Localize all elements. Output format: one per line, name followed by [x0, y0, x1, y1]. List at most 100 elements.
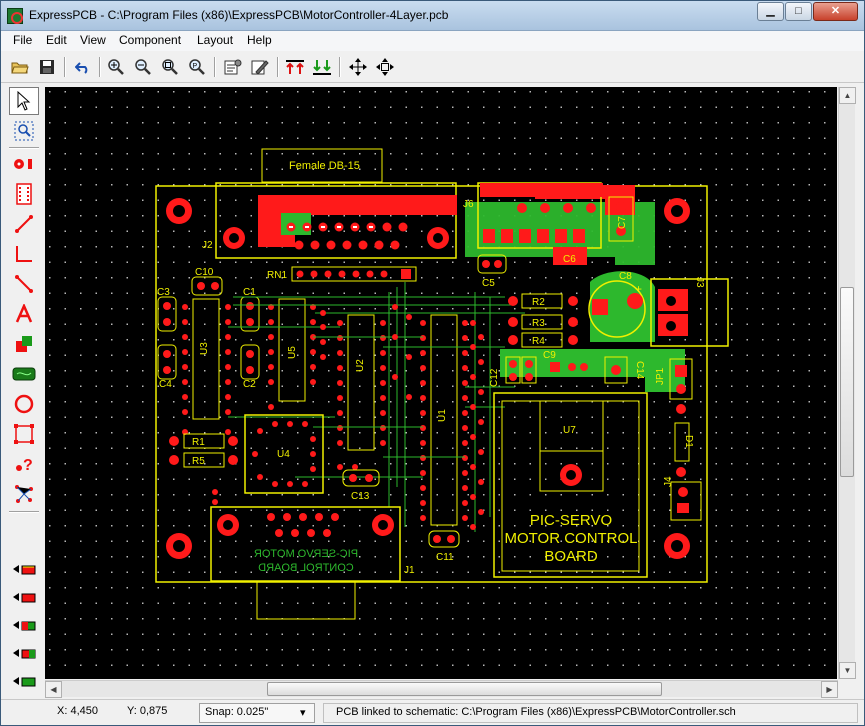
- connector-j1[interactable]: PIC-SERVO MOTOR CONTROL BOARD J1: [210, 506, 415, 620]
- menu-view[interactable]: View: [80, 33, 106, 47]
- svg-text:R3: R3: [532, 318, 545, 329]
- layer-view-2-icon[interactable]: [9, 583, 39, 611]
- cursor-y-coordinate: Y: 0,875: [127, 705, 168, 717]
- svg-text:C8: C8: [619, 271, 632, 282]
- svg-text:P: P: [193, 63, 198, 70]
- menu-edit[interactable]: Edit: [46, 33, 67, 47]
- schematic-link-panel: PCB linked to schematic: C:\Program File…: [323, 703, 858, 723]
- close-button[interactable]: ✕: [813, 2, 858, 21]
- menu-layout[interactable]: Layout: [197, 33, 234, 47]
- place-circle-icon[interactable]: [9, 390, 39, 418]
- ic-u5[interactable]: U5: [268, 298, 316, 402]
- ic-u3[interactable]: U3: [182, 298, 231, 420]
- resistors-r1-r5[interactable]: R1 R5: [169, 433, 238, 468]
- horizontal-scroll-thumb[interactable]: [267, 682, 662, 696]
- capacitor-c8[interactable]: C8 +: [588, 271, 655, 342]
- connector-j4[interactable]: J4: [663, 476, 702, 521]
- maximize-button[interactable]: □: [785, 2, 812, 21]
- menu-file[interactable]: File: [13, 33, 33, 47]
- expresspcb-app-icon: [7, 8, 23, 24]
- resistors-r2-r4[interactable]: R2 R3 R4: [508, 293, 578, 348]
- scroll-up-arrow-icon[interactable]: ▲: [839, 87, 856, 104]
- svg-text:C6: C6: [563, 254, 576, 265]
- svg-text:J3: J3: [694, 277, 705, 288]
- place-pad-icon[interactable]: [9, 150, 39, 178]
- svg-text:RN1: RN1: [267, 270, 287, 281]
- rotate-arrows-icon[interactable]: [374, 56, 396, 78]
- layer-view-3-icon[interactable]: [9, 611, 39, 639]
- board-outline: [155, 185, 708, 583]
- regulator-u7[interactable]: U7 PIC-SERVO MOTOR CONTROL BOARD: [493, 392, 648, 578]
- bottom-layer-icon[interactable]: [311, 56, 333, 78]
- svg-text:C5: C5: [482, 278, 495, 289]
- traces-center: [228, 282, 525, 532]
- jumper-jp1-diode-d1[interactable]: JP1 D1: [655, 358, 694, 477]
- pcb-canvas[interactable]: Female DB-15 J2 J6: [45, 87, 837, 679]
- layer-view-1-icon[interactable]: [9, 555, 39, 583]
- select-arrow-icon[interactable]: [9, 87, 39, 115]
- zoom-previous-icon[interactable]: P: [186, 56, 208, 78]
- edit-text-icon[interactable]: [249, 56, 271, 78]
- scroll-down-arrow-icon[interactable]: ▼: [839, 662, 856, 679]
- horizontal-scrollbar[interactable]: ◀ ▶: [45, 680, 838, 698]
- snap-dropdown[interactable]: Snap: 0.025" ▾: [199, 703, 315, 723]
- ic-u4[interactable]: U4: [244, 414, 324, 494]
- svg-text:D1: D1: [683, 435, 694, 448]
- svg-text:U5: U5: [287, 346, 298, 359]
- diagonal-trace-icon[interactable]: [9, 270, 39, 298]
- place-rectangle-icon[interactable]: [9, 420, 39, 448]
- layer-view-5-icon[interactable]: [9, 667, 39, 695]
- zoom-select-icon[interactable]: [9, 117, 39, 145]
- svg-text:CONTROL BOARD: CONTROL BOARD: [258, 562, 354, 574]
- undo-icon[interactable]: [72, 56, 94, 78]
- svg-text:U2: U2: [355, 359, 366, 372]
- svg-text:R4: R4: [532, 336, 545, 347]
- open-folder-icon[interactable]: [9, 56, 31, 78]
- scroll-right-arrow-icon[interactable]: ▶: [821, 681, 838, 698]
- connector-j2[interactable]: Female DB-15 J2: [202, 148, 457, 259]
- connector-j6[interactable]: J6 C7 C6: [463, 182, 655, 265]
- zoom-fit-icon[interactable]: [159, 56, 181, 78]
- capacitors-left[interactable]: C10 C3 C1 C4 C2: [157, 267, 260, 390]
- svg-text:C14: C14: [634, 361, 645, 380]
- svg-text:C11: C11: [436, 552, 454, 563]
- corner-trace-icon[interactable]: [9, 240, 39, 268]
- connector-j3[interactable]: J3: [650, 277, 729, 347]
- resistor-network-rn1[interactable]: RN1: [267, 266, 417, 282]
- place-component-icon[interactable]: [9, 180, 39, 208]
- zoom-out-icon[interactable]: [132, 56, 154, 78]
- query-net-icon[interactable]: ?: [9, 450, 39, 478]
- vertical-scroll-thumb[interactable]: [840, 287, 854, 477]
- fill-plane-icon[interactable]: [9, 360, 39, 388]
- move-arrows-icon[interactable]: [347, 56, 369, 78]
- capacitors-c9-c12-c14[interactable]: C12 C9 C14: [489, 349, 685, 392]
- pcb-layout[interactable]: Female DB-15 J2 J6: [45, 87, 837, 679]
- svg-text:C3: C3: [157, 287, 170, 298]
- vias-center: [182, 304, 484, 530]
- layer-view-4-icon[interactable]: [9, 639, 39, 667]
- top-layer-icon[interactable]: [284, 56, 306, 78]
- zoom-in-icon[interactable]: [105, 56, 127, 78]
- capacitor-c5[interactable]: C5: [477, 254, 507, 289]
- svg-text:R5: R5: [192, 456, 205, 467]
- scroll-left-arrow-icon[interactable]: ◀: [45, 681, 62, 698]
- place-trace-icon[interactable]: [9, 210, 39, 238]
- snap-value: Snap: 0.025": [205, 706, 269, 718]
- capacitors-c13-c11[interactable]: C13 C11: [342, 469, 460, 563]
- menu-help[interactable]: Help: [247, 33, 272, 47]
- title-bar[interactable]: ExpressPCB - C:\Program Files (x86)\Expr…: [1, 1, 864, 31]
- svg-text:C1: C1: [243, 287, 256, 298]
- ratsnest-icon[interactable]: [9, 480, 39, 508]
- svg-text:C9: C9: [543, 350, 556, 361]
- place-text-icon[interactable]: [9, 300, 39, 328]
- vertical-scrollbar[interactable]: ▲ ▼: [838, 87, 856, 679]
- place-shape-icon[interactable]: [9, 330, 39, 358]
- connector-j2-label: Female DB-15: [289, 160, 360, 172]
- svg-text:U4: U4: [277, 449, 290, 460]
- svg-text:J2: J2: [202, 240, 213, 251]
- minimize-button[interactable]: ▁: [757, 2, 784, 21]
- save-icon[interactable]: [36, 56, 58, 78]
- menu-component[interactable]: Component: [119, 33, 182, 47]
- component-properties-icon[interactable]: [222, 56, 244, 78]
